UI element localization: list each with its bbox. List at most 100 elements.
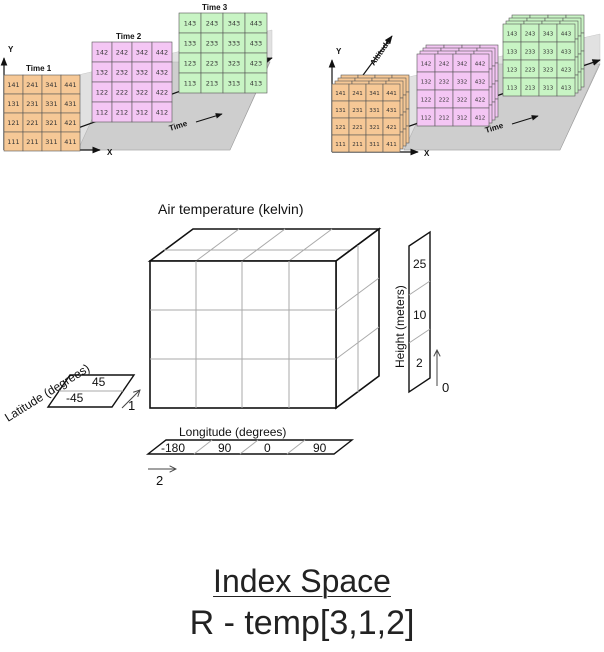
left-grid2-cell-value: 422 [156,88,168,96]
left-grid3-cell-value: 243 [206,19,218,27]
left-time2-label: Time 2 [116,32,142,41]
right-grid3-cell-value: 443 [561,31,572,37]
right-grid3-cell [556,77,576,97]
right-grid2-cell-value: 322 [457,97,468,103]
left-grid1-cell-value: 341 [45,81,57,89]
cube-side-grid [335,245,380,392]
right-grid1-cell-value: 441 [386,91,397,97]
left-grid2-cell-value: 332 [136,68,148,76]
right-grid2-cell-value: 432 [475,79,486,85]
left-x-label: X [107,148,113,157]
right-grid3-cell-value: 143 [507,31,518,37]
right-grid3-cell-value: 343 [543,31,554,37]
left-grid1-cell-value: 211 [26,138,38,146]
left-grid3-cell-value: 433 [250,39,262,47]
left-grid2-cell-value: 312 [136,108,148,116]
longitude-value-90b: 90 [313,441,327,455]
left-grid1-cell-value: 131 [7,100,19,108]
left-grid3-cell-value: 233 [206,39,218,47]
height-value-10: 10 [413,308,427,322]
left-grid1-cell-value: 311 [45,138,57,146]
right-grid1-cell-value: 411 [386,142,397,148]
right-grid1-cell-value: 431 [386,108,397,114]
left-grid2-cell-value: 142 [96,48,108,56]
longitude-index: 2 [156,473,163,488]
left-grid1-cell-value: 111 [7,138,19,146]
left-grid3-cell-value: 313 [228,79,240,87]
latitude-value-neg45: -45 [66,391,84,405]
right-grid2-cell-value: 232 [439,79,450,85]
left-grid1-cell-value: 221 [26,119,38,127]
left-grid2-cell-value: 122 [96,88,108,96]
right-grid1-cell-value: 141 [335,91,346,97]
left-grid1-cell [60,131,81,152]
left-grid2-cell-value: 242 [116,48,128,56]
right-grid1-cell-value: 241 [352,91,363,97]
left-grid2-cell-value: 232 [116,68,128,76]
right-time-arrow [511,115,539,125]
right-grid1-cell-value: 421 [386,125,397,131]
right-grid3-cell-value: 413 [561,85,572,91]
right-grid3-cell-value: 243 [525,31,536,37]
right-grid2-cell-value: 412 [475,115,486,121]
right-grid1-cell-value: 121 [335,125,346,131]
left-grid1-cell-value: 421 [64,119,76,127]
right-grid1-cell [382,134,401,153]
cube-figure: Air temperature (kelvin) 25 [2,201,449,488]
right-grid1-cell-value: 131 [335,108,346,114]
left-grid2-cell-value: 322 [136,88,148,96]
left-grid1-cell-value: 441 [64,81,76,89]
right-grid2-cell-value: 422 [475,97,486,103]
cube-front-grid [150,261,336,408]
left-grid1-cell-value: 331 [45,100,57,108]
left-time-arrow [195,113,223,123]
left-grid2-cell-value: 342 [136,48,148,56]
left-grid3-cell-value: 333 [228,39,240,47]
index-space-heading: Index Space [213,563,391,599]
left-grid3-cell-value: 123 [184,59,196,67]
left-grid3-cell-value: 443 [250,19,262,27]
height-index: 0 [442,380,449,395]
left-grid2-cell-value: 112 [96,108,108,116]
height-scale [408,230,431,394]
right-grid1-cell-value: 111 [335,142,346,148]
right-grid2-cell-value: 342 [457,61,468,67]
longitude-value-90a: 90 [218,441,232,455]
left-grid3-cell-value: 343 [228,19,240,27]
right-x-label: X [424,149,430,158]
right-grid2-cell-value: 212 [439,115,450,121]
longitude-axis-label: Longitude (degrees) [179,425,286,439]
left-grid3-cell-value: 323 [228,59,240,67]
right-grid2-cell-value: 122 [421,97,432,103]
right-grid3-cell-value: 113 [507,85,518,91]
index-expression: R - temp[3,1,2] [189,604,415,642]
left-grid1-cell-value: 141 [7,81,19,89]
left-time1-label: Time 1 [26,64,52,73]
right-grid2-cell-value: 222 [439,97,450,103]
left-grid3-cell-value: 223 [206,59,218,67]
right-grid1-cell-value: 331 [369,108,380,114]
right-grid1-cell-value: 341 [369,91,380,97]
left-grid1-cell-value: 321 [45,119,57,127]
height-axis-label: Height (meters) [393,285,407,368]
right-grid2-cell-value: 442 [475,61,486,67]
right-grid2-cell [470,107,490,127]
left-grid1-cell-value: 231 [26,100,38,108]
left-time3-label: Time 3 [202,3,228,12]
right-grid3-cell-value: 123 [507,67,518,73]
left-grid1-cell-value: 121 [7,119,19,127]
right-grid3-cell-value: 233 [525,49,536,55]
right-grid1-cell-value: 211 [352,142,363,148]
left-grid2-cell [151,101,173,123]
right-y-label: Y [336,47,342,56]
left-grid3-cell-value: 413 [250,79,262,87]
left-grid3-cell-value: 143 [184,19,196,27]
longitude-value-neg180: -180 [161,441,185,455]
left-grid2-cell-value: 212 [116,108,128,116]
right-grid3-cell-value: 313 [543,85,554,91]
right-grid3-cell-value: 423 [561,67,572,73]
